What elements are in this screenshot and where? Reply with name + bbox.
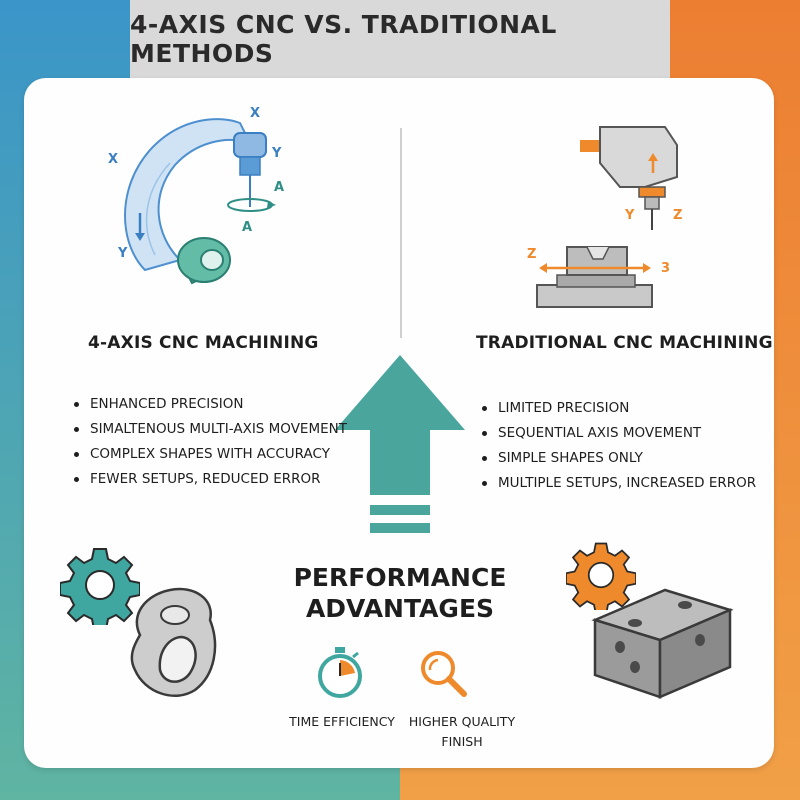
list-item: MULTIPLE SETUPS, INCREASED ERROR bbox=[480, 471, 756, 496]
right-feature-list: LIMITED PRECISION SEQUENTIAL AXIS MOVEME… bbox=[480, 396, 756, 496]
list-item: SIMPLE SHAPES ONLY bbox=[480, 446, 756, 471]
orange-gear-icon bbox=[566, 542, 636, 610]
axis-label: 3 bbox=[661, 261, 670, 276]
perf-line-2: ADVANTAGES bbox=[305, 594, 495, 623]
axis-label: Y bbox=[624, 208, 635, 223]
left-feature-list: ENHANCED PRECISION SIMALTENOUS MULTI-AXI… bbox=[72, 392, 347, 492]
page-title: 4-AXIS CNC VS. TRADITIONAL METHODS bbox=[130, 10, 557, 68]
time-efficiency-label: TIME EFFICIENCY bbox=[289, 714, 395, 729]
axis-label: Z bbox=[673, 208, 682, 223]
complex-part-icon bbox=[130, 587, 217, 697]
higher-quality-finish-label: HIGHER QUALITY FINISH bbox=[408, 714, 516, 749]
title-bar: 4-AXIS CNC VS. TRADITIONAL METHODS bbox=[130, 0, 670, 78]
axis-label: Y bbox=[117, 246, 128, 261]
list-item: COMPLEX SHAPES WITH ACCURACY bbox=[72, 442, 347, 467]
axis-label: Y bbox=[271, 146, 282, 161]
axis-label: A bbox=[274, 180, 284, 195]
performance-advantages-title: PERFORMANCE ADVANTAGES bbox=[270, 562, 530, 624]
list-item: ENHANCED PRECISION bbox=[72, 392, 347, 417]
axis-label: Z bbox=[527, 247, 536, 262]
four-axis-machine-illustration: X X Y A A Y bbox=[108, 106, 284, 285]
axis-label: X bbox=[250, 106, 260, 121]
left-heading: 4-AXIS CNC MACHINING bbox=[88, 333, 319, 353]
perf-line-1: PERFORMANCE bbox=[293, 563, 507, 592]
axis-label: X bbox=[108, 152, 118, 167]
axis-label: A bbox=[242, 220, 252, 235]
list-item: LIMITED PRECISION bbox=[480, 396, 756, 421]
up-arrow-icon bbox=[335, 355, 465, 533]
block-part-icon bbox=[591, 588, 734, 699]
right-heading: TRADITIONAL CNC MACHINING bbox=[476, 333, 773, 353]
teal-gear-icon bbox=[60, 548, 140, 625]
center-divider bbox=[400, 128, 402, 338]
magnifier-icon bbox=[421, 651, 467, 697]
list-item: SIMALTENOUS MULTI-AXIS MOVEMENT bbox=[72, 417, 347, 442]
list-item: SEQUENTIAL AXIS MOVEMENT bbox=[480, 421, 756, 446]
traditional-machine-illustration: Y Z Z 3 bbox=[527, 126, 682, 308]
stopwatch-icon bbox=[318, 647, 362, 698]
list-item: FEWER SETUPS, REDUCED ERROR bbox=[72, 467, 347, 492]
